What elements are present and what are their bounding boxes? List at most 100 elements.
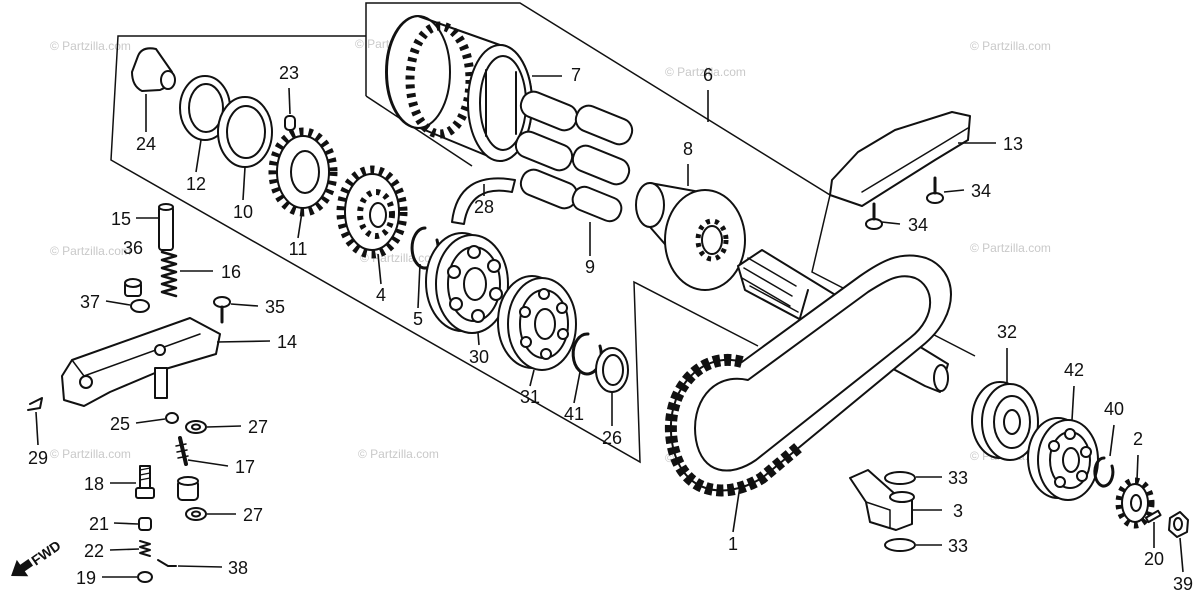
part-34-bolt-b [865,202,883,230]
part-39-nut [1168,511,1189,538]
assembly-outline [110,2,976,464]
callout-8: 8 [683,139,693,159]
callout-24: 24 [136,134,156,154]
callout-25: 25 [110,414,130,434]
callout-15: 15 [111,209,131,229]
callout-42: 42 [1064,360,1084,380]
callouts: 24 12 10 23 11 4 5 30 31 41 26 28 7 6 8 … [28,63,1193,594]
watermark: © Partzilla.com [50,244,131,258]
part-28-half-ring [451,177,516,225]
callout-11: 11 [289,239,308,259]
callout-33: 33 [948,468,968,488]
callout-2: 2 [1133,429,1143,449]
watermark: © Partzilla.com [970,241,1051,255]
part-40-circlip [1093,456,1115,488]
callout-38: 38 [228,558,248,578]
part-35-bolt [213,296,231,324]
callout-39: 39 [1173,574,1193,594]
callout-32: 32 [997,322,1017,342]
part-9-damper-rubbers [514,90,634,223]
fwd-indicator: FWD [11,537,64,577]
watermark: © Partzilla.com [50,447,131,461]
callout-28: 28 [474,197,494,217]
callout-5: 5 [413,309,423,329]
part-23-pin [284,115,296,131]
callout-27: 27 [248,417,268,437]
part-34-bolt-a [926,176,944,204]
callout-12: 12 [186,174,206,194]
callout-31: 31 [520,387,540,407]
callout-34: 34 [908,215,928,235]
part-18-stud [135,465,155,499]
callout-17: 17 [235,457,255,477]
callout-7: 7 [571,65,581,85]
part-33-o-ring-b [884,538,916,552]
part-20-key [1144,509,1162,524]
part-17-adjuster [175,436,199,501]
part-42-bearing [1027,417,1099,501]
callout-16: 16 [221,262,241,282]
callout-10: 10 [233,202,253,222]
callout-27: 27 [243,505,263,525]
part-10-washer [217,96,273,168]
watermark: © Partzilla.com [358,447,439,461]
callout-9: 9 [585,257,595,277]
part-8-clutch-hub [635,182,746,291]
callout-23: 23 [279,63,299,83]
part-27-washer-b [185,507,207,521]
callout-30: 30 [469,347,489,367]
callout-40: 40 [1104,399,1124,419]
part-21-pin [138,517,152,531]
part-25-washer [165,412,179,424]
callout-36: 36 [123,238,143,258]
leader-lines [35,75,1184,578]
callout-29: 29 [28,448,48,468]
part-3-collar [849,469,915,531]
callout-37: 37 [80,292,100,312]
callout-35: 35 [265,297,285,317]
watermark: © Partzilla.com [970,39,1051,53]
part-22-spring [139,540,151,557]
callout-1: 1 [728,534,738,554]
part-16-spring [160,250,178,298]
callout-6: 6 [703,65,713,85]
callout-33: 33 [948,536,968,556]
part-7-clutch-outer [385,15,533,162]
part-2-drive-sprocket [1115,477,1155,529]
part-32-bearing [971,381,1039,461]
part-1-primary-chain [664,254,952,497]
part-4-gear [336,165,408,259]
part-30-bearing [425,232,509,334]
part-27-washer-a [185,420,207,434]
callout-21: 21 [89,514,109,534]
fwd-label: FWD [28,537,63,568]
callout-34: 34 [971,181,991,201]
callout-26: 26 [602,428,622,448]
callout-22: 22 [84,541,104,561]
watermark: © Partzilla.com [360,251,441,265]
watermark: © Partzilla.com [665,65,746,79]
part-15-pin [158,203,174,251]
part-19-nut [137,571,153,583]
part-26-washer [595,347,629,393]
part-13-bracket [829,111,971,207]
part-12-thrust-washer [179,75,231,141]
callout-18: 18 [84,474,104,494]
callout-41: 41 [564,404,584,424]
callout-14: 14 [277,332,297,352]
callout-3: 3 [953,501,963,521]
callout-19: 19 [76,568,96,588]
fwd-arrow-icon [11,559,34,577]
part-36-nut [124,278,142,297]
part-37-washer [130,299,150,313]
watermark: © Partzilla.com [50,39,131,53]
callout-20: 20 [1144,549,1164,569]
part-24-cap [131,47,176,92]
part-14-tensioner-arm [61,317,221,407]
part-33-o-ring-a [884,471,916,485]
callout-4: 4 [376,285,386,305]
callout-13: 13 [1003,134,1023,154]
part-11-gear [268,127,338,217]
part-31-bearing [497,275,577,371]
